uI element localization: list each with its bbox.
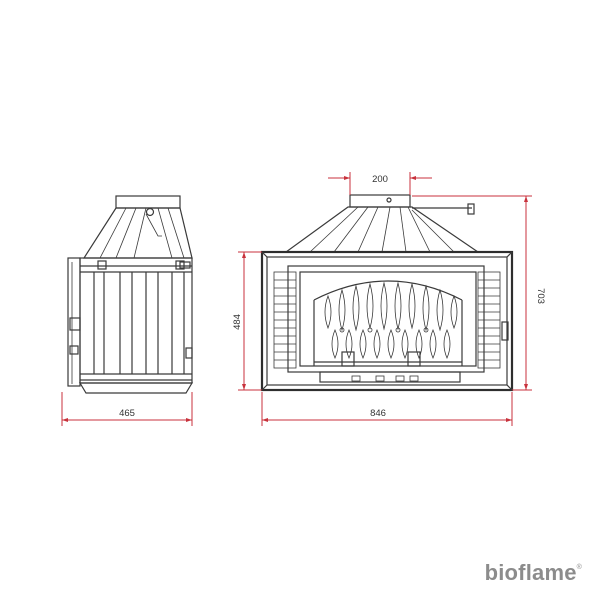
side-body (67, 257, 194, 394)
dimension-depth: 465 (61, 392, 193, 426)
front-width-label: 846 (370, 408, 386, 419)
side-hood (82, 195, 193, 259)
front-base (319, 321, 509, 383)
brand-name: bioflame (484, 560, 577, 585)
front-hood (284, 197, 480, 253)
left-grille (273, 271, 297, 369)
dimension-front-width: 846 (261, 392, 513, 426)
dimension-total-height: 703 (412, 195, 546, 391)
dimension-front-height: 484 (232, 251, 262, 391)
dimension-flue: 200 (328, 172, 432, 195)
flue-label: 200 (372, 174, 388, 185)
depth-label: 465 (119, 408, 135, 419)
brand-logo: bioflame® (485, 560, 582, 586)
flue-collar (349, 194, 411, 208)
back-plate-pattern (324, 281, 458, 360)
front-height-label: 484 (232, 314, 243, 330)
right-grille (477, 271, 501, 369)
firebox (299, 271, 477, 367)
side-view (67, 195, 194, 394)
registered-mark: ® (576, 564, 582, 571)
total-height-label: 703 (535, 288, 546, 304)
front-view (260, 194, 514, 392)
